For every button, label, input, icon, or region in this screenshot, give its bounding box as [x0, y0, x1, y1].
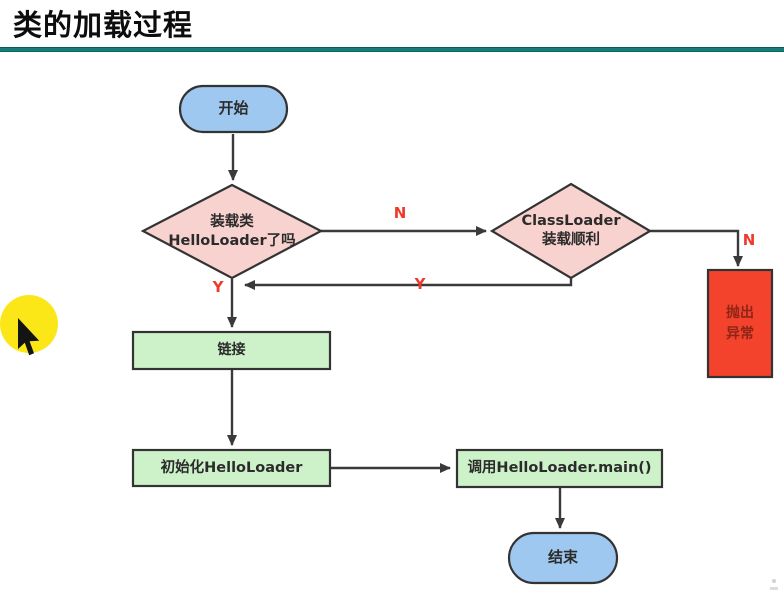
mouse-cursor-icon[interactable]: [16, 318, 42, 358]
edges: [227, 134, 743, 529]
page-mark-dash: [770, 587, 778, 590]
throw-exception-shape: [706, 268, 774, 379]
link-node-shape: [131, 330, 332, 371]
faint-page-mark: [769, 577, 779, 593]
spotlight-highlight: [0, 295, 58, 353]
invoke-main-node-shape: [455, 448, 664, 489]
flowchart-canvas: 开始 装载类 HelloLoader了吗 ClassLoader 装载顺利 抛出…: [0, 60, 784, 596]
end-node-shape: [507, 531, 619, 585]
check-loaded-diamond-shape: [140, 183, 324, 280]
classloader-diamond-shape: [489, 182, 653, 280]
title-underline: [0, 47, 784, 52]
edge-classloader-n-to-exception: [650, 229, 743, 267]
edge-classloader-y-back: [244, 278, 573, 290]
init-node-shape: [131, 448, 332, 488]
spotlight-circle: [0, 295, 58, 353]
flowchart-shapes: [131, 84, 774, 585]
start-node-shape: [178, 84, 289, 134]
page-mark-dot: [772, 579, 776, 583]
page-title: 类的加载过程: [13, 8, 194, 42]
